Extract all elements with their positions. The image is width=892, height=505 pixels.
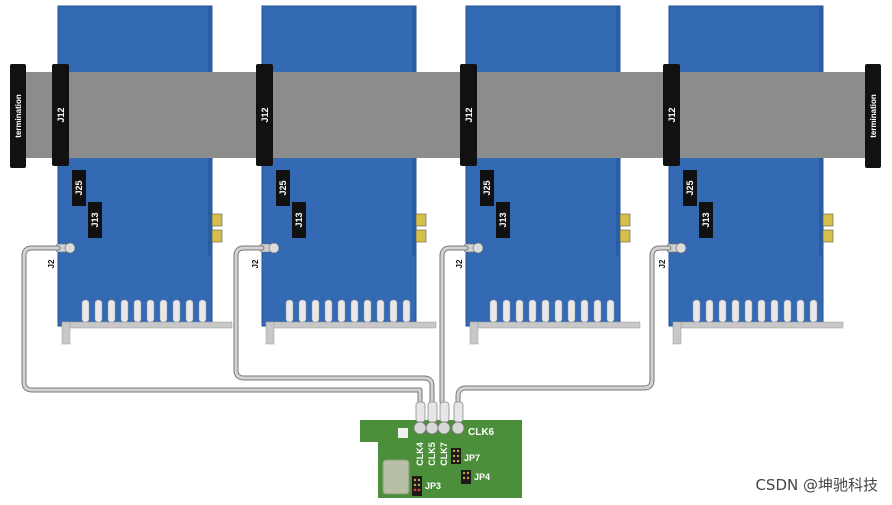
clk4-label: CLK4 — [415, 442, 425, 466]
coax-cables — [21, 245, 672, 405]
termination-left-label: termination — [14, 94, 23, 138]
j25-label-box — [276, 170, 290, 206]
j13-label-box — [88, 202, 102, 238]
coax-cable-3 — [440, 246, 468, 404]
j13-label-box — [699, 202, 713, 238]
termination-right-body — [865, 64, 881, 168]
j12-connector-2: J12 — [256, 64, 273, 166]
j12-label: J12 — [464, 107, 474, 122]
module-chip — [382, 459, 410, 495]
board-yellow-connector — [619, 213, 631, 243]
j12-connector-1: J12 — [52, 64, 69, 166]
board-yellow-connector — [415, 213, 427, 243]
j25-label-box — [72, 170, 86, 206]
j12-label: J12 — [667, 107, 677, 122]
jp4-label: JP4 — [474, 472, 490, 482]
j2-label: J2 — [251, 259, 260, 268]
coax-cable-1 — [22, 246, 422, 404]
j12-label: J12 — [260, 107, 270, 122]
j12-label: J12 — [56, 107, 66, 122]
coax-cable-4 — [456, 246, 671, 404]
sma-connector — [259, 242, 280, 254]
coax-cable-3-outline — [439, 245, 469, 405]
white-marker — [398, 428, 408, 438]
j25-label: J25 — [74, 180, 84, 195]
board-connector-pins — [489, 299, 615, 323]
board-bracket-tab — [672, 321, 682, 345]
board-connector-pins — [285, 299, 411, 323]
board-pcb — [57, 5, 213, 327]
j25-label-box — [480, 170, 494, 206]
termination-right: termination — [865, 64, 881, 168]
board-1: J25 J13 J2 — [47, 5, 233, 345]
board-4: J25 J13 J2 — [658, 5, 844, 345]
board-bracket-tab — [469, 321, 479, 345]
board-connector-pins — [81, 299, 207, 323]
clk6-label: CLK6 — [468, 427, 495, 438]
board-pcb — [465, 5, 621, 327]
termination-left-body — [10, 64, 26, 168]
jp7-label: JP7 — [464, 453, 480, 463]
sma-connector — [463, 242, 484, 254]
clk5-label: CLK5 — [427, 442, 437, 466]
coax-cable-2 — [234, 246, 434, 404]
j13-label: J13 — [90, 212, 100, 227]
jp3-label: JP3 — [425, 481, 441, 491]
termination-left: termination — [10, 64, 26, 168]
board-bracket-tab — [265, 321, 275, 345]
sma-connector — [55, 242, 76, 254]
j2-label: J2 — [455, 259, 464, 268]
j25-label: J25 — [482, 180, 492, 195]
clk7-label: CLK7 — [439, 442, 449, 466]
board-bracket-tab — [61, 321, 71, 345]
j12-body — [663, 64, 680, 166]
termination-right-label: termination — [869, 94, 878, 138]
watermark: CSDN @坤驰科技 — [755, 476, 878, 494]
board-pcb — [668, 5, 824, 327]
j13-label: J13 — [498, 212, 508, 227]
board-yellow-connector — [211, 213, 223, 243]
board-pcb — [261, 5, 417, 327]
jp3-header — [412, 476, 422, 496]
clock-board: CLK4 CLK5 CLK7 CLK6 JP7 JP4 JP3 — [360, 401, 522, 498]
jp7-header — [451, 448, 461, 464]
j13-label-box — [496, 202, 510, 238]
board-yellow-connector — [822, 213, 834, 243]
jp4-header — [461, 470, 471, 484]
j12-body — [460, 64, 477, 166]
j25-label-box — [683, 170, 697, 206]
j2-label: J2 — [658, 259, 667, 268]
j25-label: J25 — [278, 180, 288, 195]
board-bracket — [672, 321, 844, 329]
ribbon-cable — [24, 72, 870, 158]
board-bracket — [61, 321, 233, 329]
j25-label: J25 — [685, 180, 695, 195]
j13-label-box — [292, 202, 306, 238]
j13-label: J13 — [294, 212, 304, 227]
j2-label: J2 — [47, 259, 56, 268]
j12-body — [52, 64, 69, 166]
clk-sma-connectors — [413, 401, 465, 435]
board-3: J25 J13 J2 — [455, 5, 641, 345]
board-bracket — [265, 321, 437, 329]
board-bracket — [469, 321, 641, 329]
j13-label: J13 — [701, 212, 711, 227]
j12-connector-4: J12 — [663, 64, 680, 166]
j12-body — [256, 64, 273, 166]
board-connector-pins — [692, 299, 818, 323]
j12-connector-3: J12 — [460, 64, 477, 166]
board-2: J25 J13 J2 — [251, 5, 437, 345]
